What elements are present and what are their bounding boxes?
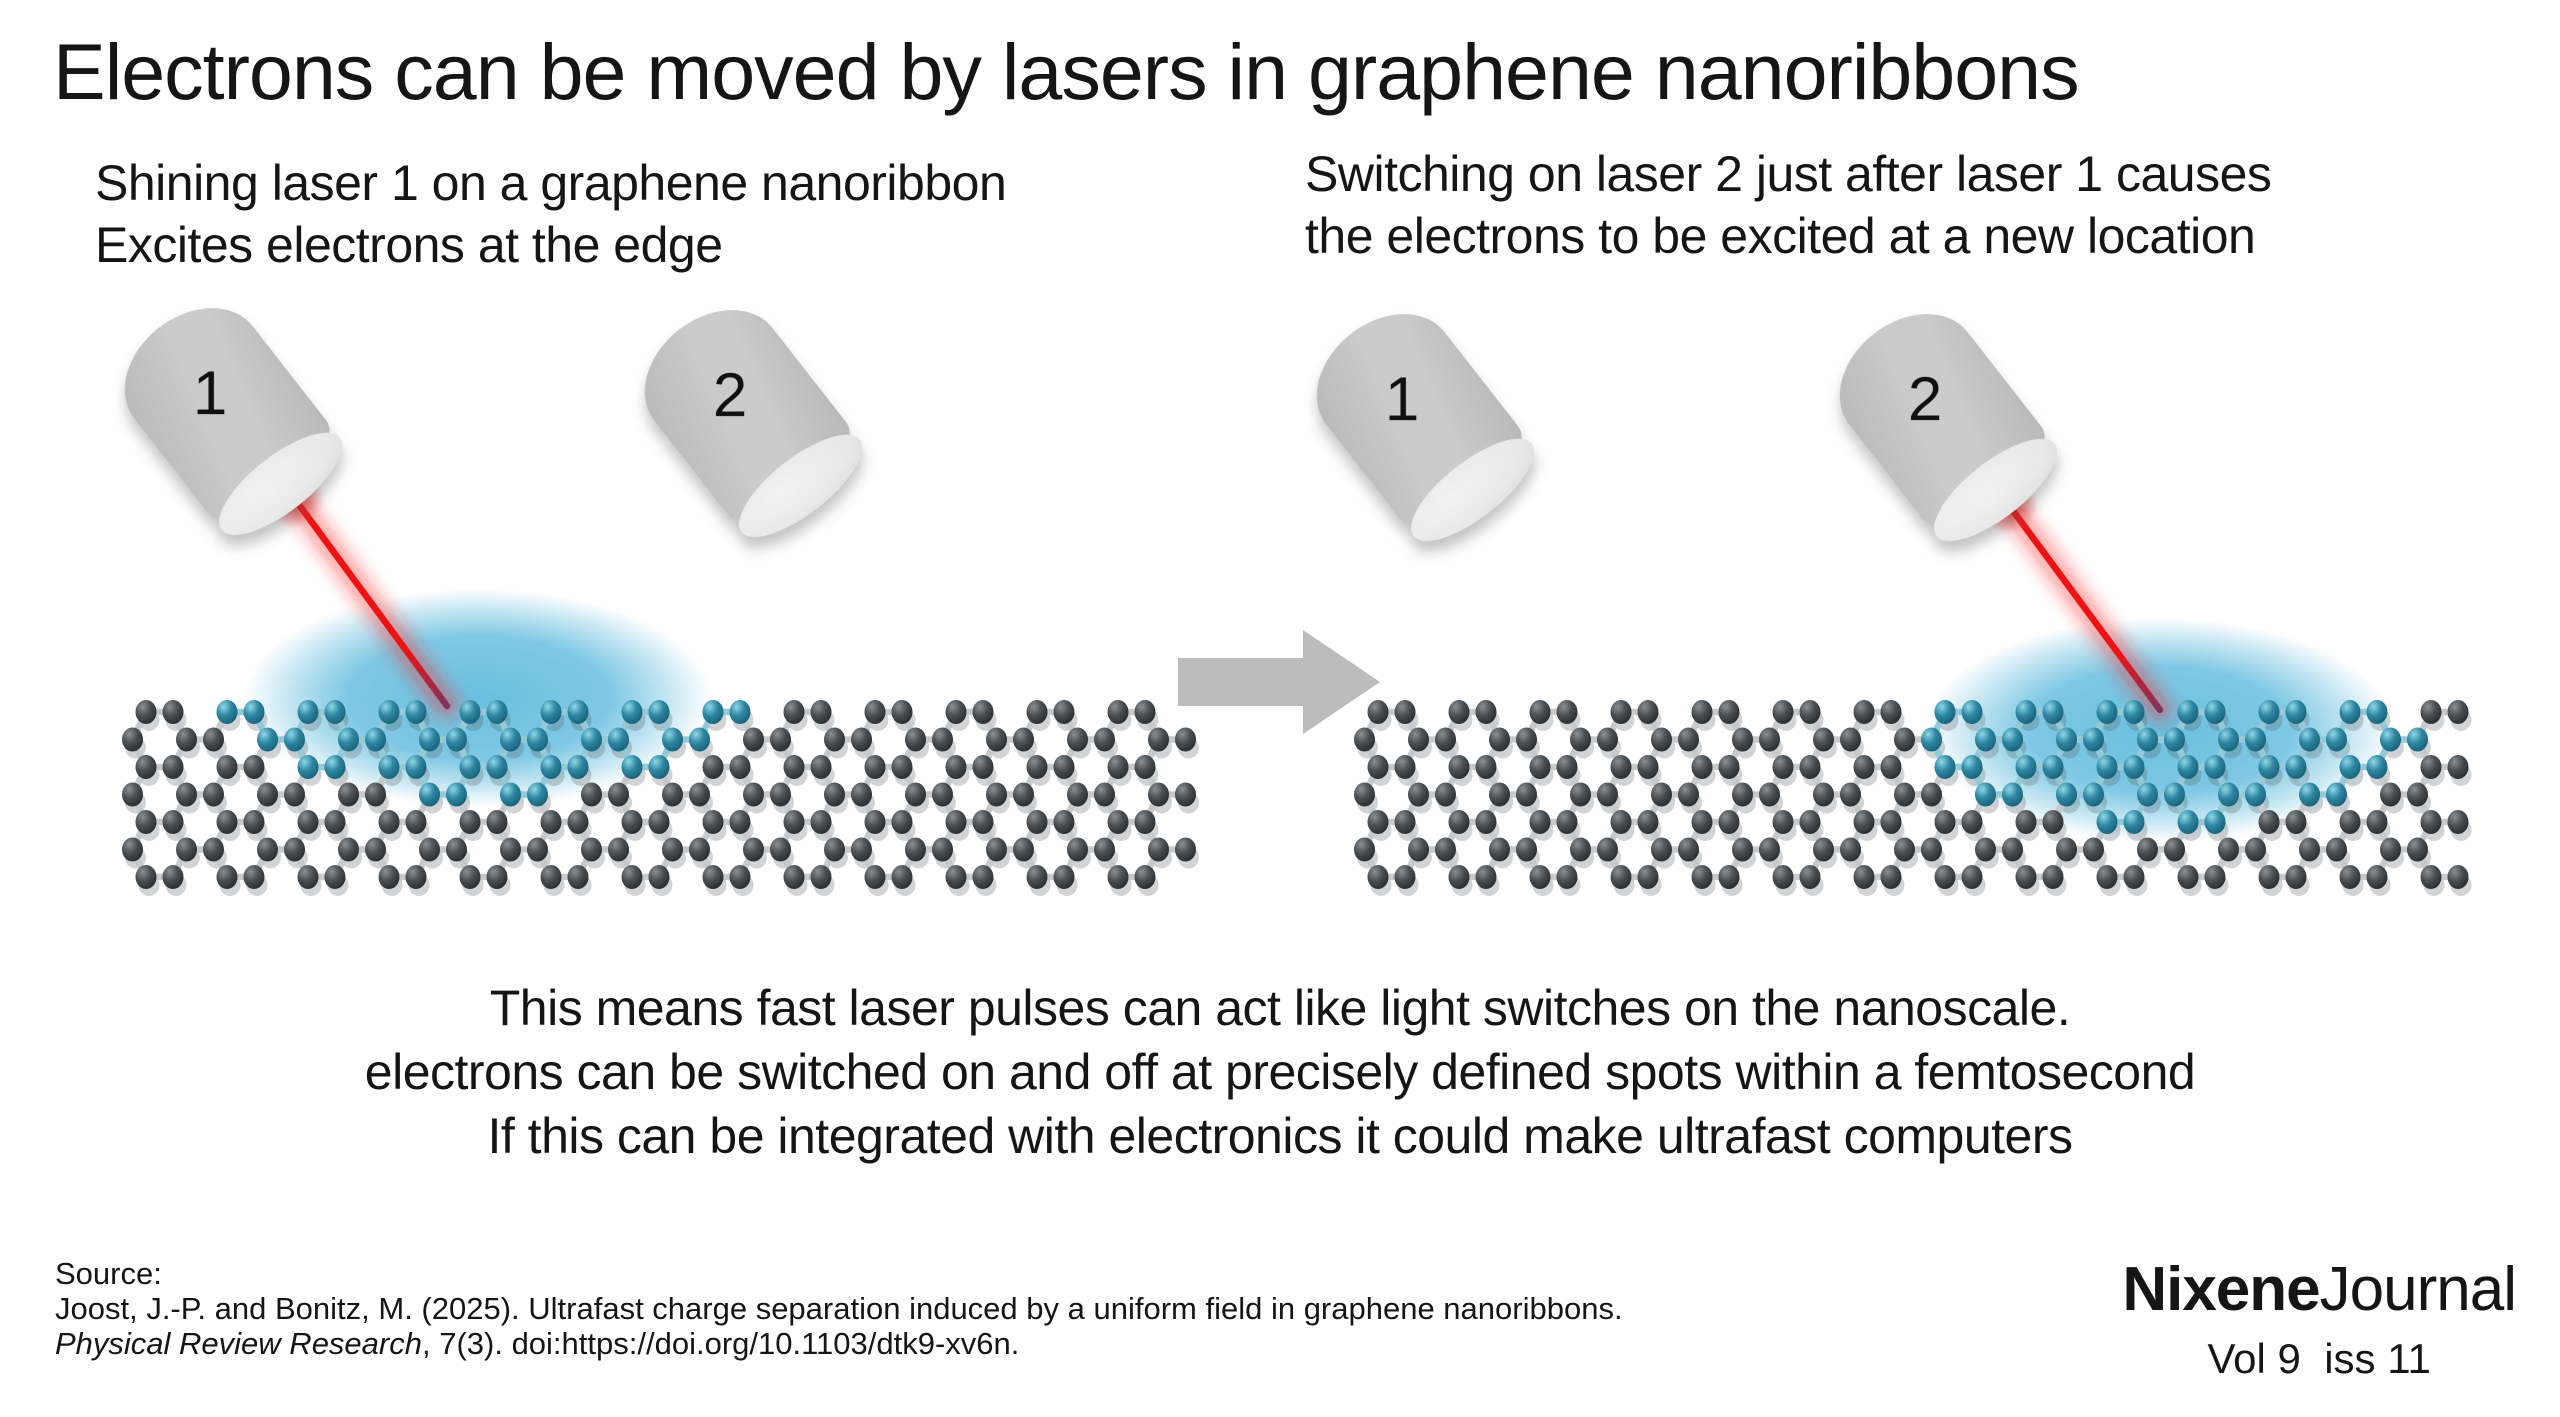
journal-name: Physical Review Research <box>55 1326 422 1361</box>
left-caption-line-1: Shining laser 1 on a graphene nanoribbon <box>95 155 1007 211</box>
page-title: Electrons can be moved by lasers in grap… <box>53 27 2080 116</box>
laser-label: 1 <box>1384 364 1420 434</box>
left-caption-line-2: Excites electrons at the edge <box>95 217 723 273</box>
laser-label: 1 <box>192 358 228 428</box>
journal-reference: Physical Review Research, 7(3). doi:http… <box>55 1326 1623 1361</box>
right-caption-line-1: Switching on laser 2 just after laser 1 … <box>1305 146 2272 202</box>
graphene-lattice-left <box>122 700 1199 896</box>
conclusion-line-3: If this can be integrated with electroni… <box>487 1108 2074 1164</box>
conclusion-line-1: This means fast laser pulses can act lik… <box>489 980 2071 1036</box>
source-block: Source: Joost, J.-P. and Bonitz, M. (202… <box>55 1256 1623 1361</box>
journal-brand: NixeneJournal Vol 9 iss 11 <box>2122 1254 2517 1383</box>
source-label: Source: <box>55 1256 162 1291</box>
graphene-lattice-right <box>1354 700 2472 896</box>
transition-arrow-icon <box>1178 630 1380 734</box>
laser-label: 2 <box>712 360 748 430</box>
journal-logo-regular: Journal <box>2319 1255 2517 1324</box>
journal-reference-tail: , 7(3). doi:https://doi.org/10.1103/dtk9… <box>421 1326 1020 1361</box>
laser-label: 2 <box>1907 364 1943 434</box>
journal-issue: Vol 9 iss 11 <box>2207 1335 2431 1382</box>
journal-logo: NixeneJournal <box>2122 1254 2517 1325</box>
conclusion-text: This means fast laser pulses can act lik… <box>0 976 2560 1168</box>
conclusion-line-2: electrons can be switched on and off at … <box>364 1044 2196 1100</box>
left-panel-caption: Shining laser 1 on a graphene nanoribbon… <box>95 152 1007 276</box>
right-caption-line-2: the electrons to be excited at a new loc… <box>1305 208 2256 264</box>
journal-logo-bold: Nixene <box>2122 1255 2320 1324</box>
right-panel-caption: Switching on laser 2 just after laser 1 … <box>1305 143 2272 267</box>
source-citation: Joost, J.-P. and Bonitz, M. (2025). Ultr… <box>55 1291 1623 1326</box>
